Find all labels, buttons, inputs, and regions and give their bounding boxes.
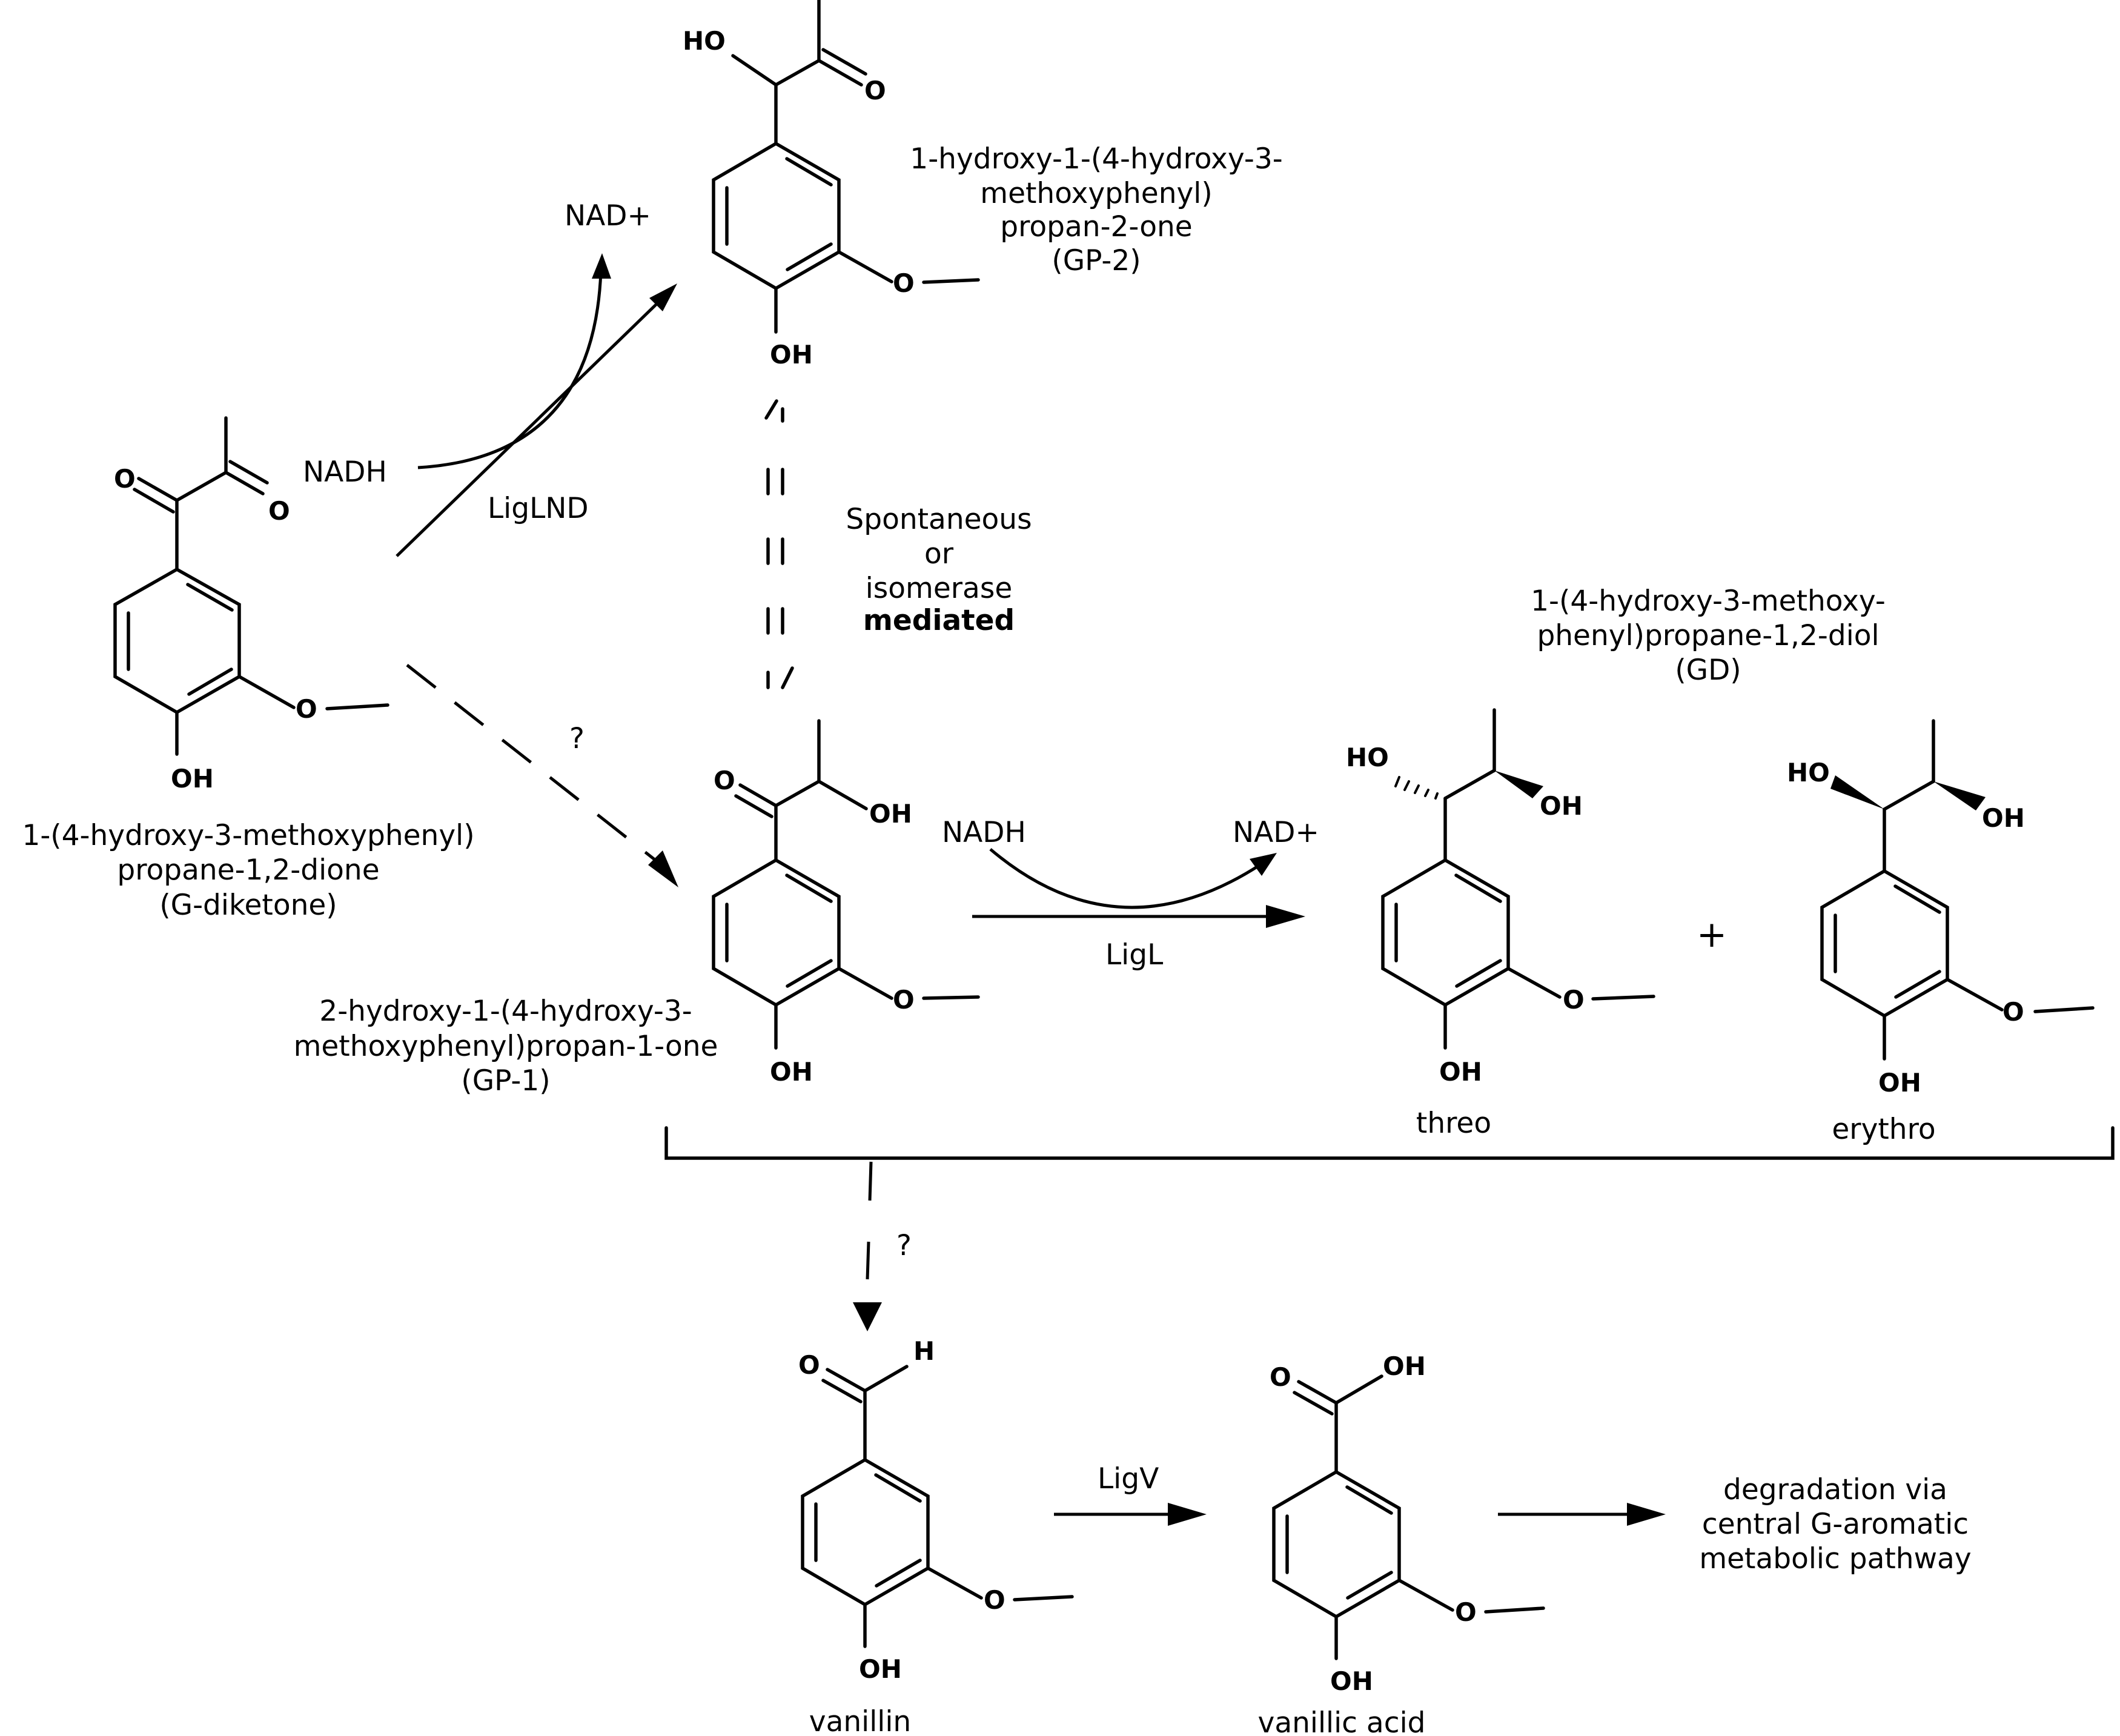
ho-atom: HO xyxy=(1787,758,1830,787)
vanillic-acid-structure: O OH O OH xyxy=(1270,1351,1545,1696)
o-atom: O xyxy=(893,985,915,1015)
o-atom: O xyxy=(268,496,290,526)
o-atom: O xyxy=(714,766,735,795)
spontaneous-label-line3: isomerase xyxy=(866,572,1013,605)
gd-name-line2: phenyl)propane-1,2-diol xyxy=(1537,619,1879,652)
nad-label: NAD+ xyxy=(565,199,651,233)
erythro-label: erythro xyxy=(1832,1113,1935,1146)
gd-threo-structure: HO OH O OH xyxy=(1346,708,1655,1087)
degradation-line1: degradation via xyxy=(1723,1473,1947,1506)
degradation-arrow xyxy=(1498,1503,1666,1526)
ligv-reaction-arrow xyxy=(1054,1503,1207,1526)
spontaneous-label-line1: Spontaneous xyxy=(846,503,1032,536)
o-atom: O xyxy=(2002,997,2024,1027)
liglnd-label: LigLND xyxy=(488,492,589,525)
gd-erythro-structure: HO OH O OH xyxy=(1787,719,2095,1098)
equilibrium-arrow xyxy=(764,399,794,689)
ligl-label: LigL xyxy=(1105,938,1163,972)
oh-atom: OH xyxy=(1439,1057,1482,1087)
liglnd-reaction-arrow xyxy=(396,253,677,557)
g-diketone-structure: O O O OH xyxy=(113,416,389,793)
nadh-label: NADH xyxy=(942,816,1026,849)
nadh-label: NADH xyxy=(303,456,387,489)
ligv-label: LigV xyxy=(1098,1462,1159,1496)
g-diketone-name-line2: propane-1,2-dione xyxy=(117,853,379,887)
spontaneous-label-line2: or xyxy=(924,537,954,571)
g-diketone-name-line3: (G-diketone) xyxy=(159,889,337,922)
oh-atom: OH xyxy=(1878,1068,1921,1098)
oh-atom: OH xyxy=(1383,1351,1426,1381)
products-bracket xyxy=(664,1126,2115,1160)
gd-name-line1: 1-(4-hydroxy-3-methoxy- xyxy=(1531,585,1886,618)
oh-atom: OH xyxy=(171,764,214,793)
question-mark-1: ? xyxy=(569,722,585,755)
o-atom: O xyxy=(893,268,915,298)
unknown-reaction-arrow xyxy=(406,664,678,887)
wedge-bond xyxy=(1494,770,1543,798)
gp1-name-line2: methoxyphenyl)propan-1-one xyxy=(294,1030,718,1063)
gd-name-line3: (GD) xyxy=(1675,654,1741,687)
oh-atom: OH xyxy=(1540,791,1583,821)
gp2-name-line2: methoxyphenyl) xyxy=(980,177,1212,210)
degradation-line2: central G-aromatic xyxy=(1702,1508,1969,1541)
ho-atom: HO xyxy=(1346,743,1389,772)
nad-label: NAD+ xyxy=(1233,816,1319,849)
threo-label: threo xyxy=(1416,1107,1491,1140)
oh-atom: OH xyxy=(770,340,813,369)
oh-atom: OH xyxy=(770,1057,813,1087)
o-atom: O xyxy=(114,464,136,494)
degradation-line3: metabolic pathway xyxy=(1699,1542,1971,1575)
gp2-name-line4: (GP-2) xyxy=(1052,244,1141,277)
oh-atom: OH xyxy=(1330,1666,1373,1696)
gp2-name-line1: 1-hydroxy-1-(4-hydroxy-3- xyxy=(910,142,1282,176)
g-diketone-name-line1: 1-(4-hydroxy-3-methoxyphenyl) xyxy=(22,819,474,852)
plus-sign: + xyxy=(1697,913,1727,956)
o-atom: O xyxy=(1455,1597,1477,1627)
gp1-structure: O OH O OH xyxy=(712,719,980,1087)
o-atom: O xyxy=(864,76,886,105)
question-mark-2: ? xyxy=(896,1229,912,1262)
h-atom: H xyxy=(913,1336,935,1366)
ho-atom: HO xyxy=(683,26,726,56)
o-atom: O xyxy=(1563,985,1585,1015)
spontaneous-label-line4: mediated xyxy=(863,604,1015,637)
vanillic-acid-label: vanillic acid xyxy=(1258,1706,1426,1736)
hashed-bond xyxy=(1394,776,1439,800)
wedge-bond xyxy=(1933,781,1986,810)
gp1-name-line3: (GP-1) xyxy=(461,1064,550,1098)
oh-atom: OH xyxy=(869,799,912,829)
gp1-name-line1: 2-hydroxy-1-(4-hydroxy-3- xyxy=(319,995,692,1028)
wedge-bond xyxy=(1830,775,1884,809)
o-atom: O xyxy=(296,694,317,724)
oh-atom: OH xyxy=(859,1654,902,1684)
gp2-name-line3: propan-2-one xyxy=(1000,210,1192,244)
unknown-reaction-arrow-2 xyxy=(853,1161,882,1331)
o-atom: O xyxy=(798,1350,820,1380)
o-atom: O xyxy=(984,1585,1005,1615)
o-atom: O xyxy=(1270,1362,1291,1392)
vanillin-label: vanillin xyxy=(809,1705,911,1736)
oh-atom: OH xyxy=(1982,803,2025,833)
gp2-structure: HO O O OH xyxy=(683,0,980,369)
vanillin-structure: O H O OH xyxy=(798,1336,1074,1684)
ligl-reaction-arrow xyxy=(972,848,1305,928)
